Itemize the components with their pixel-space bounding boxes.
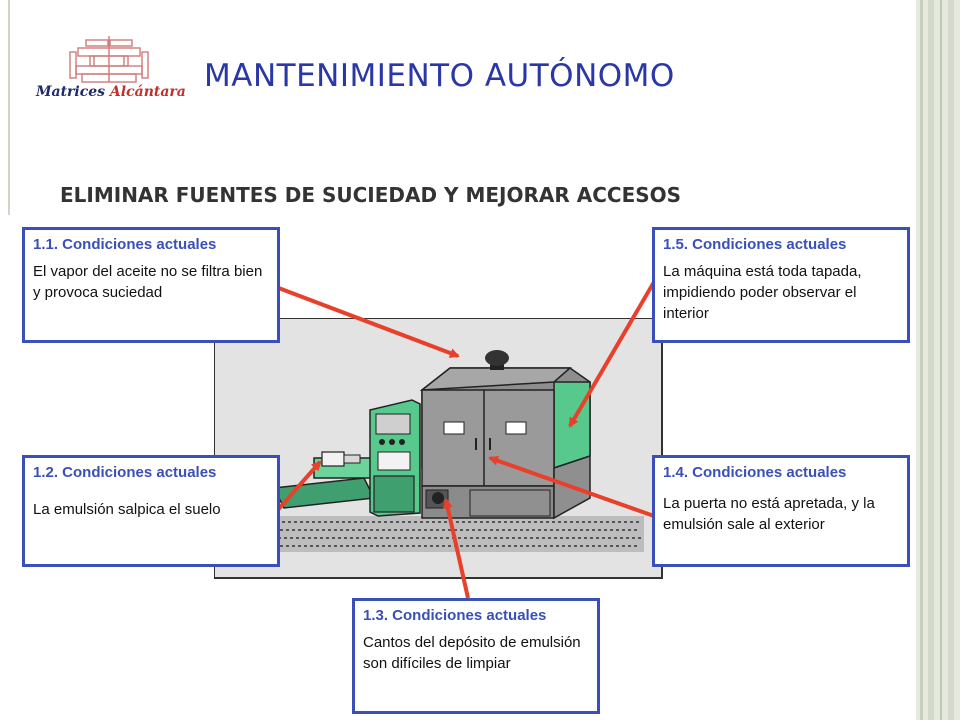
arrow-1-3	[442, 498, 470, 599]
logo-wordmark: Matrices Alcántara	[36, 84, 186, 100]
control-panel	[369, 399, 421, 517]
callout-1-2: 1.2. Condiciones actuales La emulsión sa…	[22, 455, 280, 567]
main-housing	[419, 350, 591, 520]
callout-body: Cantos del depósito de emulsión son difí…	[363, 634, 581, 672]
callout-1-4: 1.4. Condiciones actuales La puerta no e…	[652, 455, 910, 567]
arrow-1-1	[275, 285, 460, 358]
callout-heading: 1.2. Condiciones actuales	[33, 464, 217, 481]
right-border-decoration	[916, 0, 960, 720]
callout-heading: 1.4. Condiciones actuales	[663, 464, 847, 481]
arrow-1-4	[488, 455, 655, 518]
page-subtitle: ELIMINAR FUENTES DE SUCIEDAD Y MEJORAR A…	[60, 183, 682, 207]
callout-heading: 1.1. Condiciones actuales	[33, 236, 217, 253]
callout-1-1: 1.1. Condiciones actuales El vapor del a…	[22, 227, 280, 343]
logo-word-matrices: Matrices	[36, 84, 106, 100]
callout-body: El vapor del aceite no se filtra bien y …	[33, 263, 263, 301]
page-title: MANTENIMIENTO AUTÓNOMO	[204, 58, 675, 94]
arrow-1-2	[274, 460, 322, 514]
callout-heading: 1.5. Condiciones actuales	[663, 236, 847, 253]
floor-gravel	[244, 516, 644, 552]
callout-heading: 1.3. Condiciones actuales	[363, 607, 547, 624]
callout-1-5: 1.5. Condiciones actuales La máquina est…	[652, 227, 910, 343]
callout-body: La máquina está toda tapada, impidiendo …	[663, 263, 862, 322]
left-border-line	[8, 0, 10, 215]
logo-word-alcantara: Alcántara	[109, 84, 186, 100]
callout-body: La emulsión salpica el suelo	[33, 501, 221, 518]
callout-1-3: 1.3. Condiciones actuales Cantos del dep…	[352, 598, 600, 714]
company-logo: Matrices Alcántara	[34, 34, 194, 106]
logo-graphic	[69, 36, 149, 83]
arrow-1-5	[568, 280, 656, 428]
callout-body: La puerta no está apretada, y la emulsió…	[663, 495, 875, 533]
